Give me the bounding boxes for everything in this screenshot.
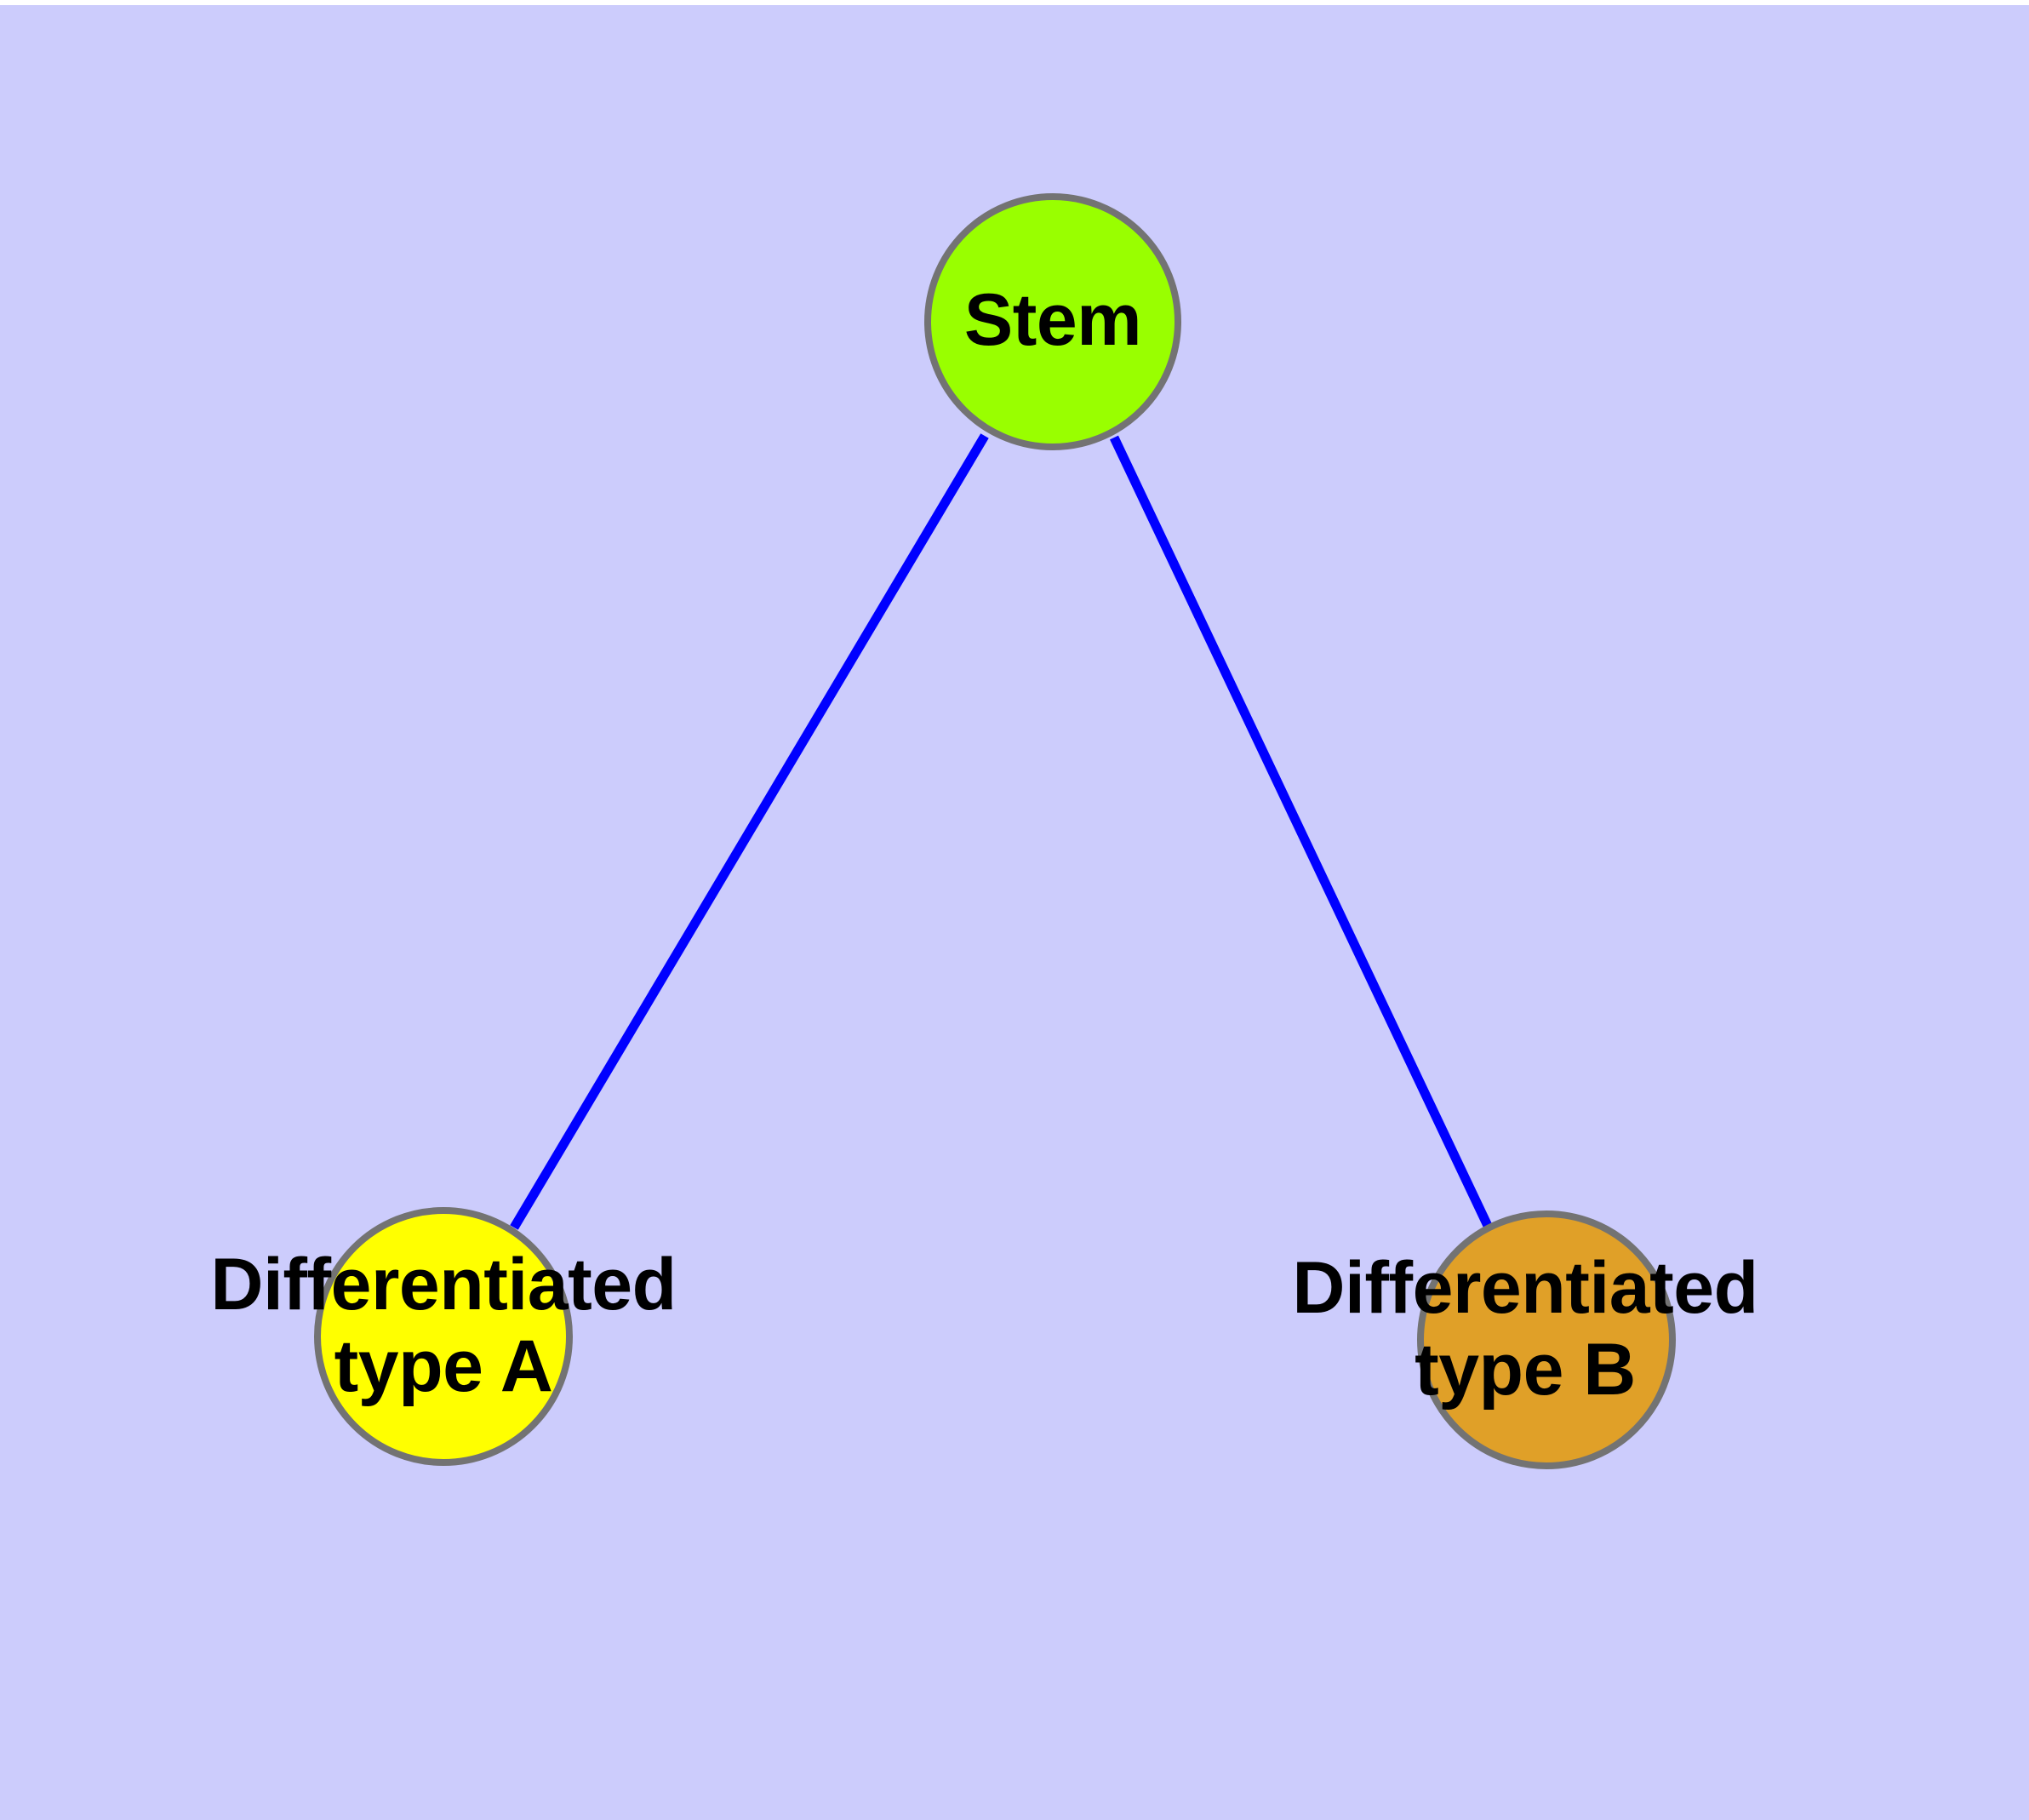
- node-differentiated-type-b-circle: [1417, 1210, 1676, 1469]
- edge-layer: [510, 433, 1493, 1230]
- node-differentiated-type-a-circle: [314, 1207, 573, 1466]
- node-differentiated-type-a[interactable]: [314, 1207, 573, 1466]
- edge-stem-to-type-b: [1110, 435, 1493, 1230]
- node-differentiated-type-b[interactable]: [1417, 1210, 1676, 1469]
- node-stem[interactable]: [924, 193, 1181, 450]
- node-stem-circle: [924, 193, 1181, 450]
- edge-stem-to-type-a: [510, 433, 989, 1230]
